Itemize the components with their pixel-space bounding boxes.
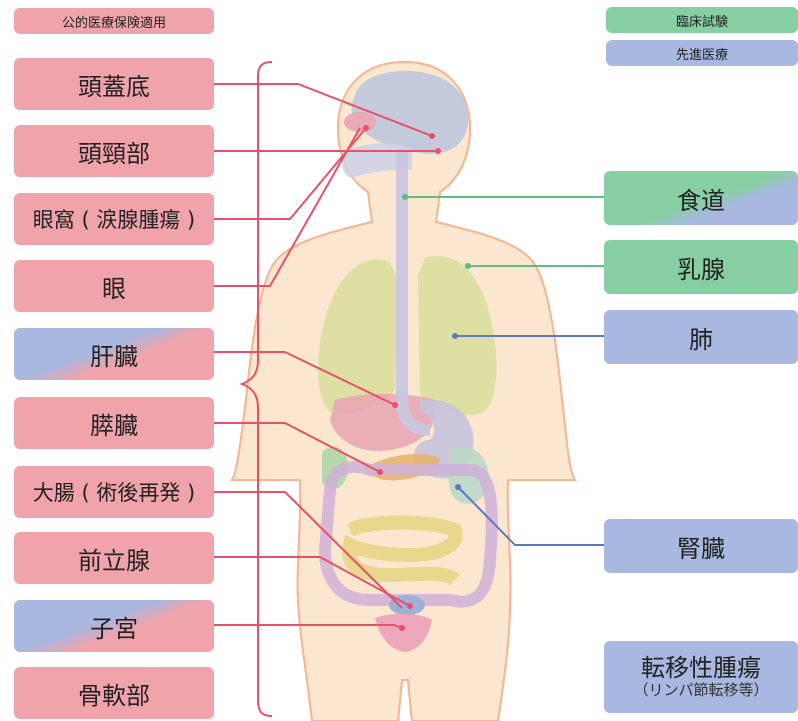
label-metastasis-sub: （リンパ節転移等） bbox=[633, 682, 768, 699]
legend-advanced: 先進医療 bbox=[606, 40, 798, 66]
label-skull-base: 頭蓋底 bbox=[14, 58, 214, 110]
label-lung: 肺 bbox=[604, 310, 798, 364]
label-breast: 乳腺 bbox=[604, 240, 798, 294]
label-metastasis: 転移性腫瘍 （リンパ節転移等） bbox=[604, 641, 798, 713]
label-colon: 大腸 ( 術後再発 ) bbox=[14, 466, 214, 518]
legend-insurance: 公的医療保険適用 bbox=[14, 8, 214, 34]
label-kidney: 腎臓 bbox=[604, 519, 798, 573]
label-liver: 肝臓 bbox=[14, 328, 214, 380]
label-orbit: 眼窩 ( 涙腺腫瘍 ) bbox=[14, 193, 214, 245]
label-esophagus: 食道 bbox=[604, 171, 798, 225]
label-eye: 眼 bbox=[14, 260, 214, 312]
legend-trial: 臨床試験 bbox=[606, 7, 798, 33]
label-prostate: 前立腺 bbox=[14, 532, 214, 584]
label-bone: 骨軟部 bbox=[14, 667, 214, 719]
label-head-neck: 頭頸部 bbox=[14, 125, 214, 177]
label-metastasis-main: 転移性腫瘍 bbox=[641, 655, 761, 683]
label-uterus: 子宮 bbox=[14, 600, 214, 652]
label-pancreas: 膵臓 bbox=[14, 397, 214, 449]
